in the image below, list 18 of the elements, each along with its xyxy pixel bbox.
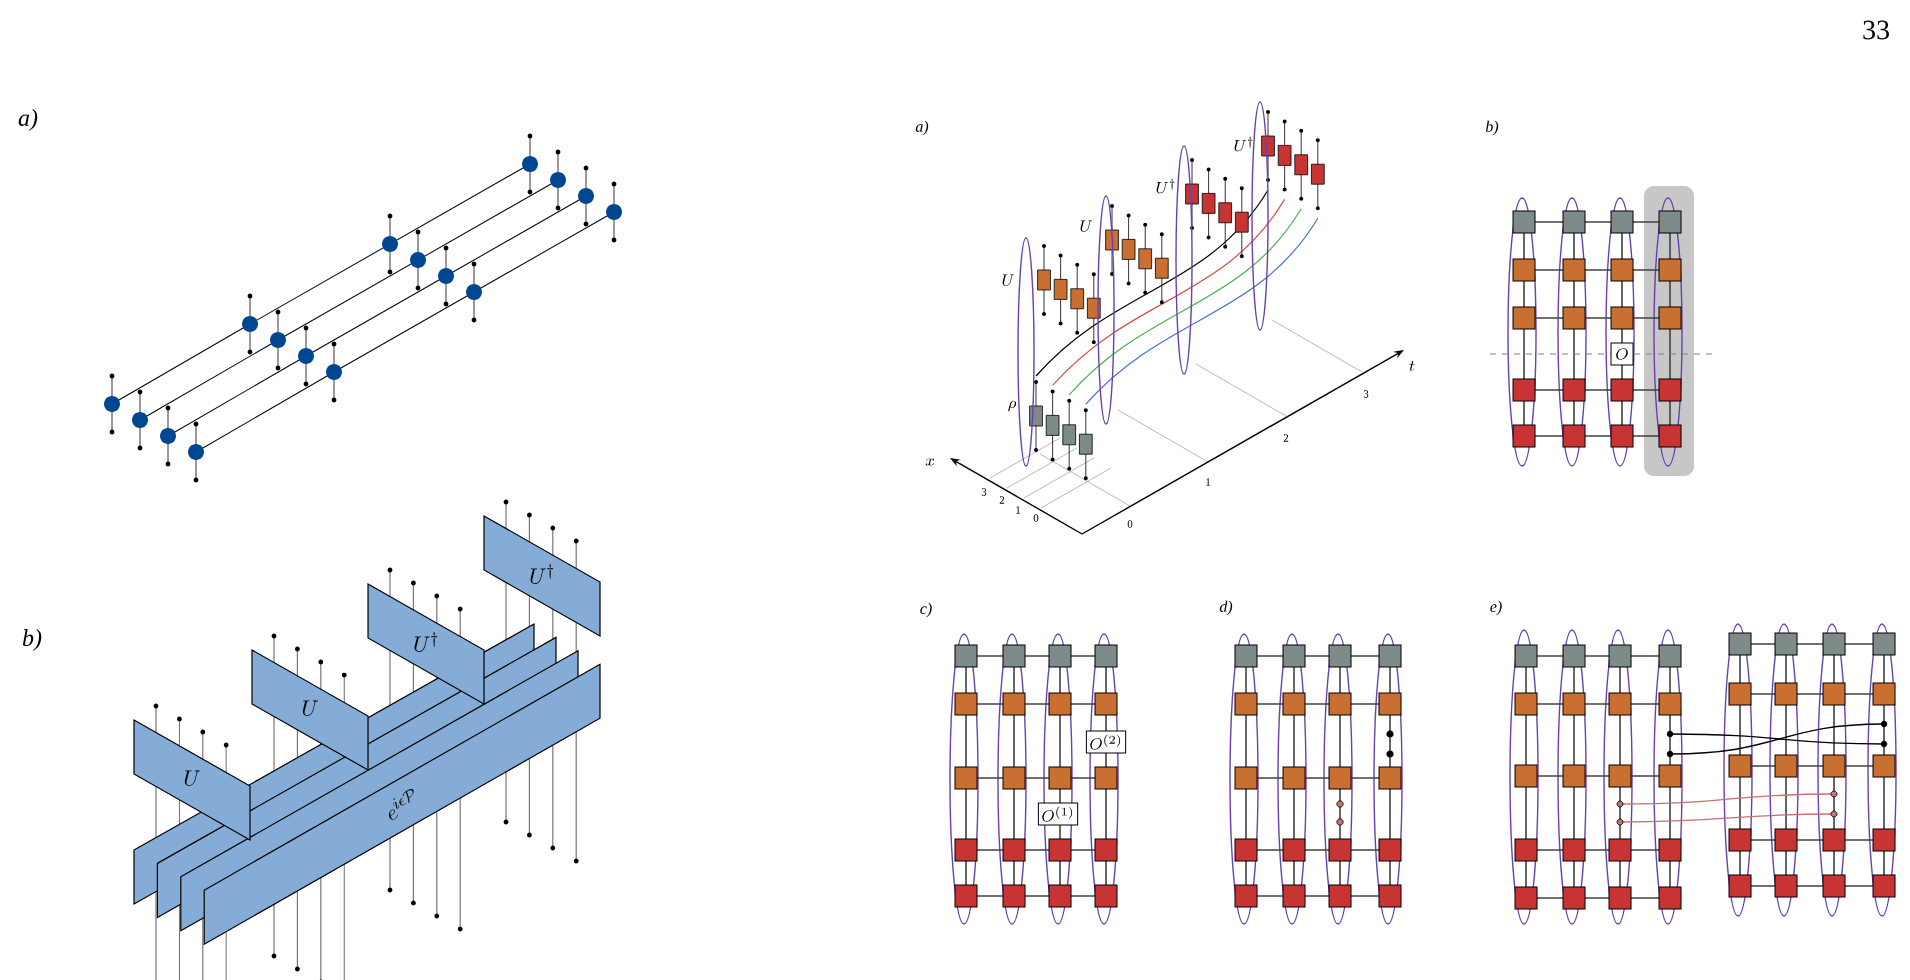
page-number: 33 (1863, 20, 1889, 40)
panel-label: b) (22, 629, 42, 651)
operator-label: $U$ (1002, 274, 1015, 286)
operator-label: $U$ (1080, 220, 1093, 232)
panel-label: a) (915, 120, 929, 136)
panel-label: d) (1219, 600, 1233, 616)
operator-box: $O^{(1)}$ (1037, 802, 1079, 826)
operator-label: $U^{\dagger}$ (1234, 136, 1253, 152)
panel-label: c) (920, 602, 932, 618)
state-label: $\rho$ (1008, 400, 1017, 412)
axis-label: $t$ (1409, 360, 1415, 372)
operator-box: $O$ (1610, 342, 1634, 366)
panel-label: b) (1485, 120, 1499, 136)
axis-label: $x$ (925, 458, 934, 466)
panel-label: a) (18, 109, 38, 131)
operator-label: $U^{\dagger}$ (1156, 178, 1175, 194)
operator-box: $O^{(2)}$ (1085, 730, 1127, 754)
panel-label: e) (1490, 600, 1502, 616)
